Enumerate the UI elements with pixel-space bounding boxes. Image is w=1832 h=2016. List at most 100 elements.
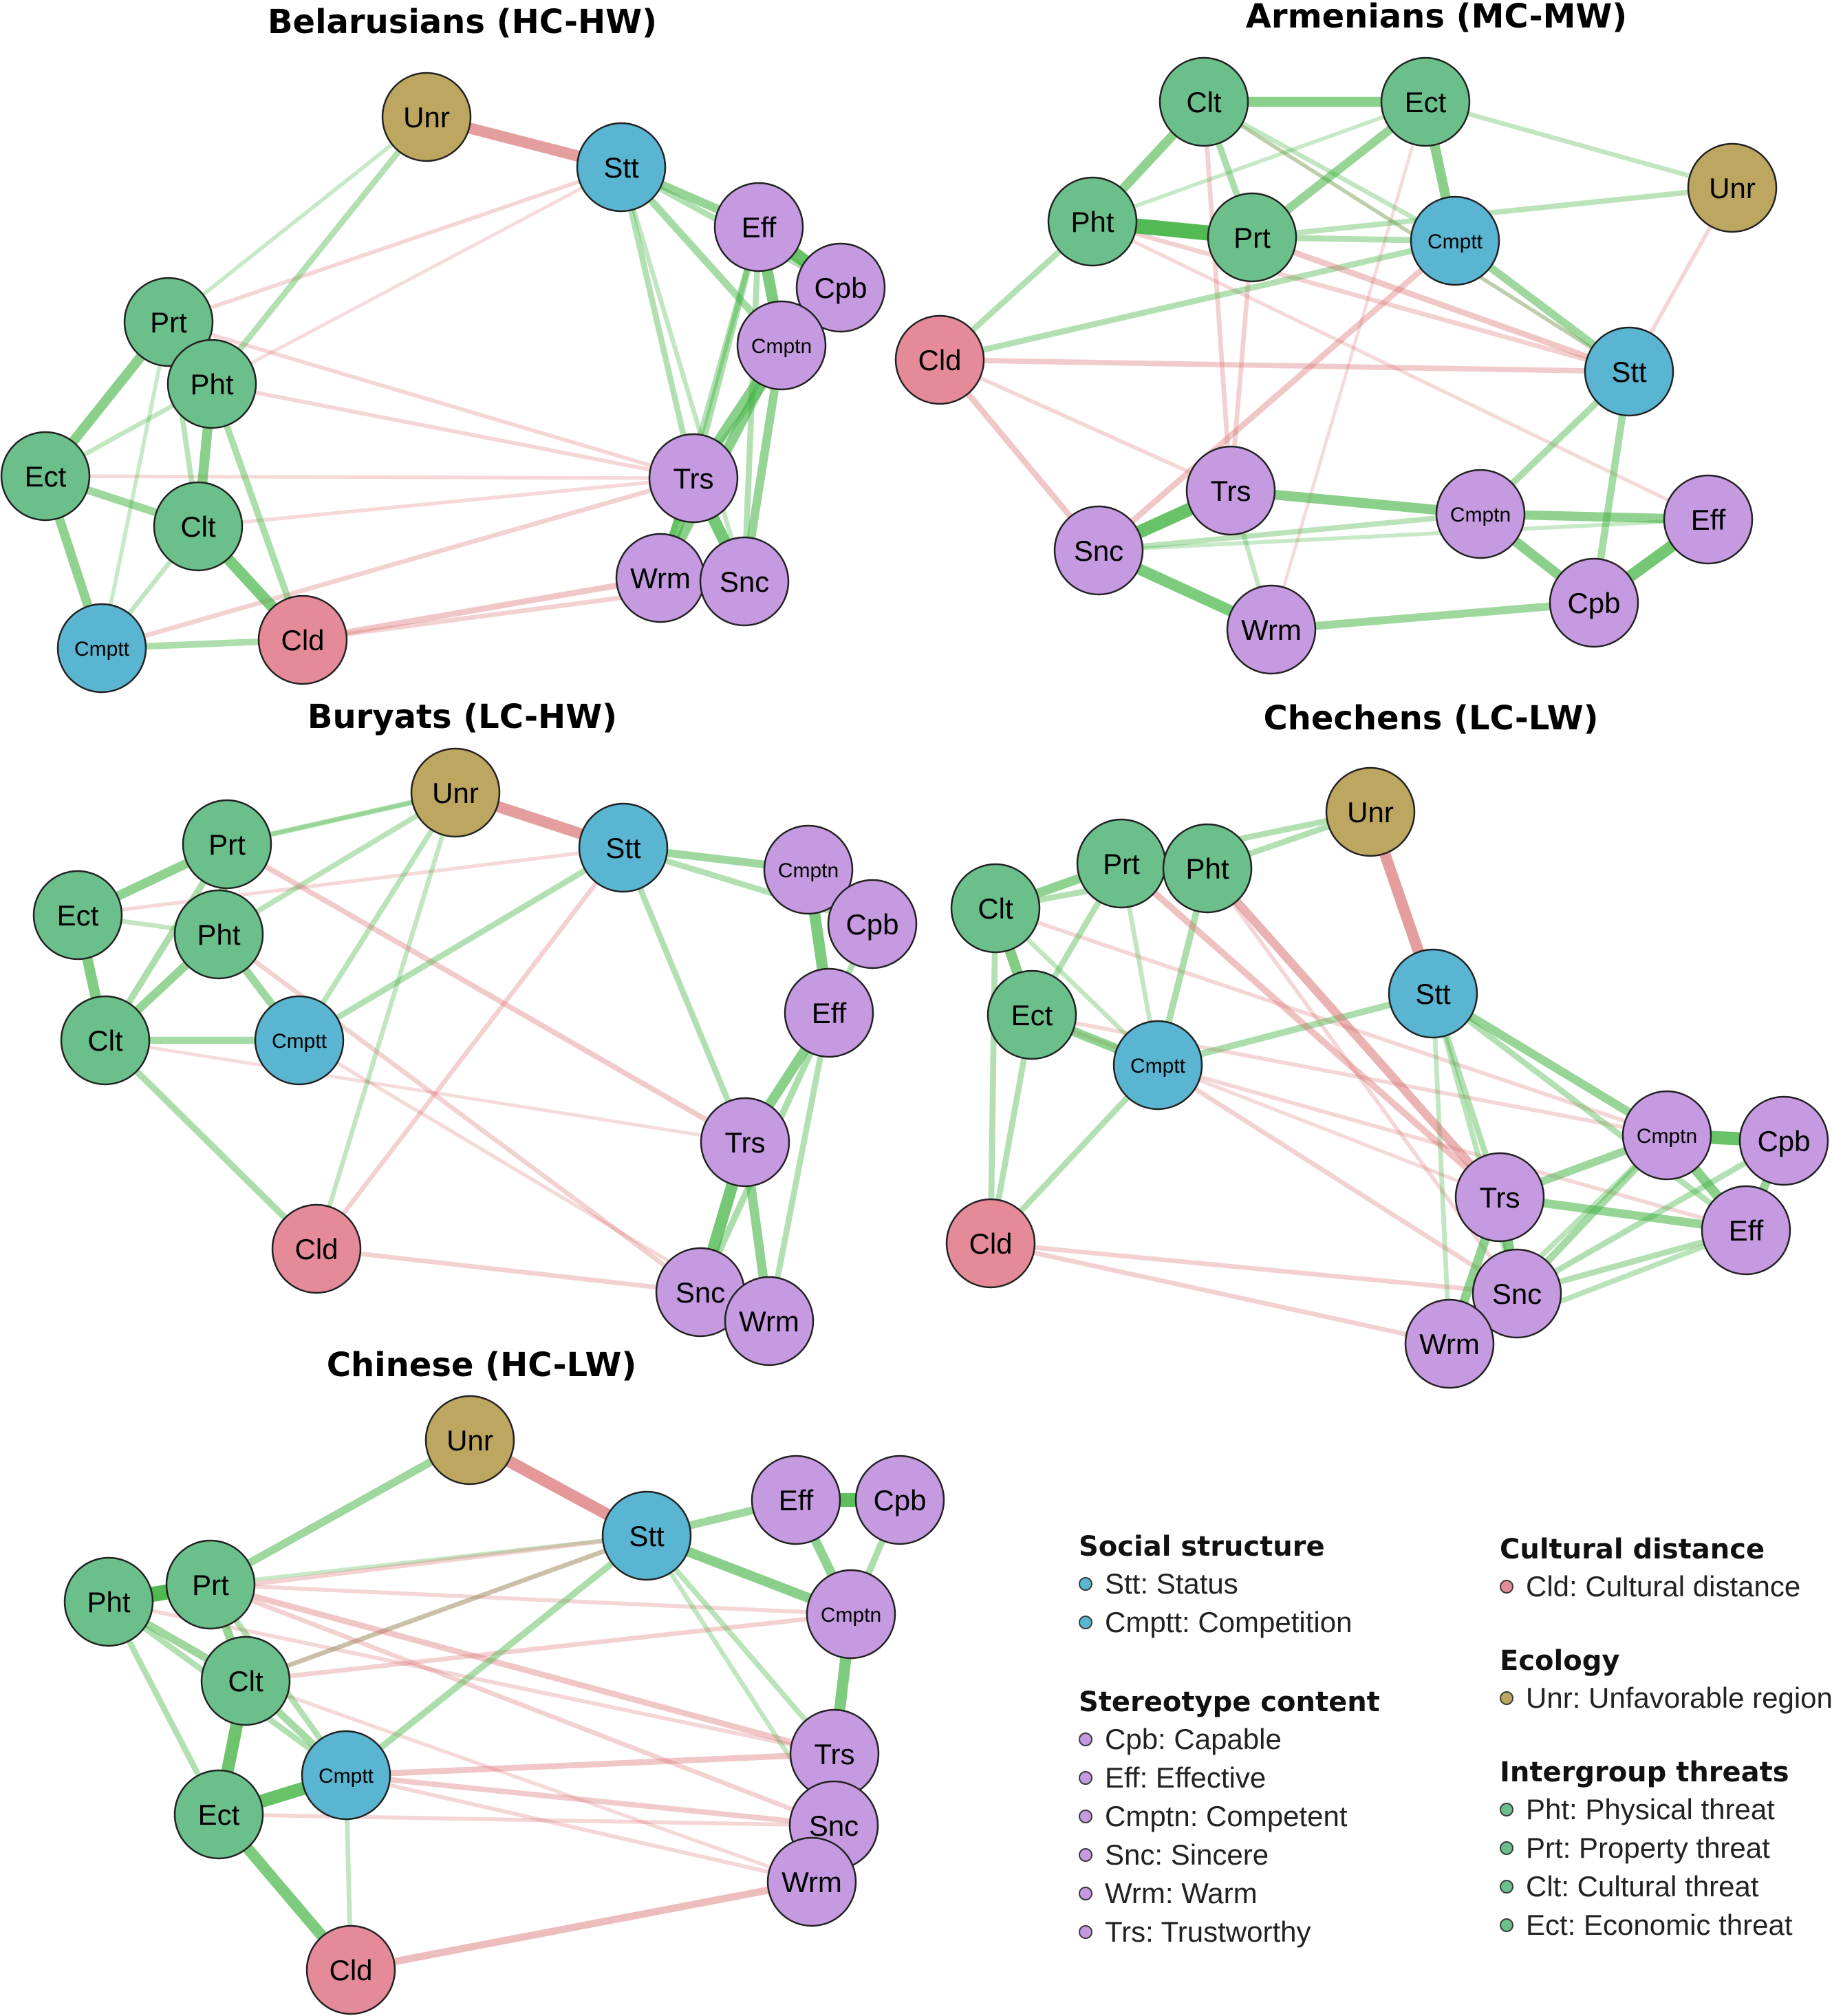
node-circle (1410, 195, 1500, 286)
node-circle (648, 433, 739, 524)
node-ect: Ect (32, 870, 123, 961)
node-clt: Clt (950, 863, 1041, 954)
node-label: Eff (1729, 1214, 1764, 1247)
edge-wrm-cpb (1267, 599, 1598, 634)
node-stt: Stt (578, 802, 669, 893)
node-label: Ect (57, 899, 99, 932)
panel-title: Belarusians (HC-HW) (268, 3, 657, 41)
node-circle (424, 1395, 515, 1486)
node-circle (894, 314, 985, 405)
node-clt: Clt (60, 995, 151, 1086)
node-label: Trs (1479, 1181, 1520, 1214)
node-cmptt: Cmptt (301, 1730, 391, 1821)
edge-stt-cmptt (343, 1532, 650, 1779)
node-unr: Unr (410, 747, 501, 838)
node-label: Cpb (873, 1484, 926, 1516)
legend-group-threats: Intergroup threats Pht: Physical threat … (1500, 1755, 1793, 1944)
node-label: Cmptt (74, 638, 130, 661)
node-snc: Snc (655, 1247, 746, 1338)
edge-snc-eff (1097, 517, 1710, 553)
node-label: Clt (87, 1025, 123, 1057)
panel-belarusians: Belarusians (HC-HW) UnrSttEffCpbCmptnPrt… (0, 3, 886, 694)
node-label: Cpb (1757, 1125, 1810, 1157)
node-circle (763, 824, 854, 915)
node-circle (410, 747, 501, 838)
edge-ect-unr (1423, 99, 1735, 191)
node-cmptt: Cmptt (254, 995, 345, 1086)
node-label: Stt (603, 151, 639, 184)
node-circle (32, 870, 123, 961)
legend-item: Trs: Trustworthy (1079, 1913, 1380, 1951)
node-label: Cmptt (1130, 1055, 1186, 1077)
edge-stt-cmptt (296, 844, 627, 1044)
node-circle (153, 481, 244, 572)
node-label: Wrm (739, 1305, 799, 1338)
edge-stt-prt (208, 1534, 649, 1587)
node-pht: Pht (1047, 176, 1138, 267)
node-label: Wrm (630, 562, 691, 594)
node-circle (854, 1455, 945, 1545)
node-circle (1584, 326, 1674, 417)
legend-swatch (1079, 1577, 1092, 1591)
edge-stt-snc (618, 164, 747, 584)
node-label: Stt (629, 1520, 665, 1552)
edge-cld-stt (314, 845, 626, 1252)
node-circle (173, 1769, 264, 1860)
node-pht: Pht (166, 339, 257, 429)
node-circle (1388, 948, 1478, 1039)
node-label: Wrm (782, 1866, 842, 1898)
edge-cmptt-stt (1154, 990, 1436, 1069)
node-cmptt: Cmptt (56, 603, 147, 694)
node-circle (1663, 474, 1754, 565)
edge-stt-eff (1430, 990, 1749, 1234)
legend-heading: Cultural distance (1500, 1534, 1765, 1565)
node-trs: Trs (700, 1097, 790, 1188)
node-label: Stt (605, 832, 641, 864)
edge-unr-cmptt (297, 790, 458, 1043)
node-label: Unr (403, 101, 450, 133)
node-label: Cpb (1567, 587, 1620, 619)
edge-pht-trs (1203, 864, 1505, 1202)
edge-pht-stt (1090, 219, 1632, 374)
node-circle (1226, 584, 1317, 675)
node-cmptn: Cmptn (763, 824, 854, 915)
node-circle (713, 182, 804, 272)
node-circle (987, 969, 1077, 1060)
node-label: Stt (1611, 356, 1647, 388)
edge-unr-prt (166, 115, 429, 324)
node-label: Cmptt (272, 1030, 327, 1053)
legend-item: Cmptt: Competition (1079, 1603, 1352, 1642)
node-circle (1687, 142, 1778, 233)
node-label: Cld (329, 1954, 372, 1986)
legend-swatch (1079, 1887, 1092, 1900)
node-circle (182, 799, 272, 890)
edge-cld-snc (988, 1241, 1520, 1296)
node-circle (381, 72, 472, 162)
node-cld: Cld (305, 1924, 396, 2015)
node-circle (301, 1730, 391, 1821)
edge-pht-trs (210, 382, 696, 480)
node-prt: Prt (182, 799, 272, 890)
edge-cld-wrm (988, 1241, 1452, 1347)
node-label: Unr (1347, 796, 1394, 828)
legend-swatch (1500, 1691, 1513, 1705)
node-circle (271, 1203, 362, 1294)
edge-clt-stt (243, 1533, 649, 1684)
node-label: Trs (673, 462, 713, 495)
edge-cmptt-snc (1155, 1062, 1520, 1296)
legend-item: Cmptn: Competent (1079, 1797, 1380, 1836)
edge-cld-trs (938, 358, 1233, 493)
node-wrm: Wrm (724, 1276, 815, 1366)
node-stt: Stt (576, 122, 667, 213)
edge-cld-wrm (347, 1878, 816, 1974)
edge-prt-stt (1249, 234, 1632, 375)
panel-title: Chinese (HC-LW) (327, 1346, 637, 1384)
edge-pht-snc (216, 932, 703, 1295)
node-label: Clt (228, 1665, 263, 1697)
node-label: Cld (294, 1233, 338, 1265)
node-circle (1159, 56, 1249, 147)
edge-cmptt-snc (1095, 237, 1458, 554)
node-circle (576, 122, 667, 213)
